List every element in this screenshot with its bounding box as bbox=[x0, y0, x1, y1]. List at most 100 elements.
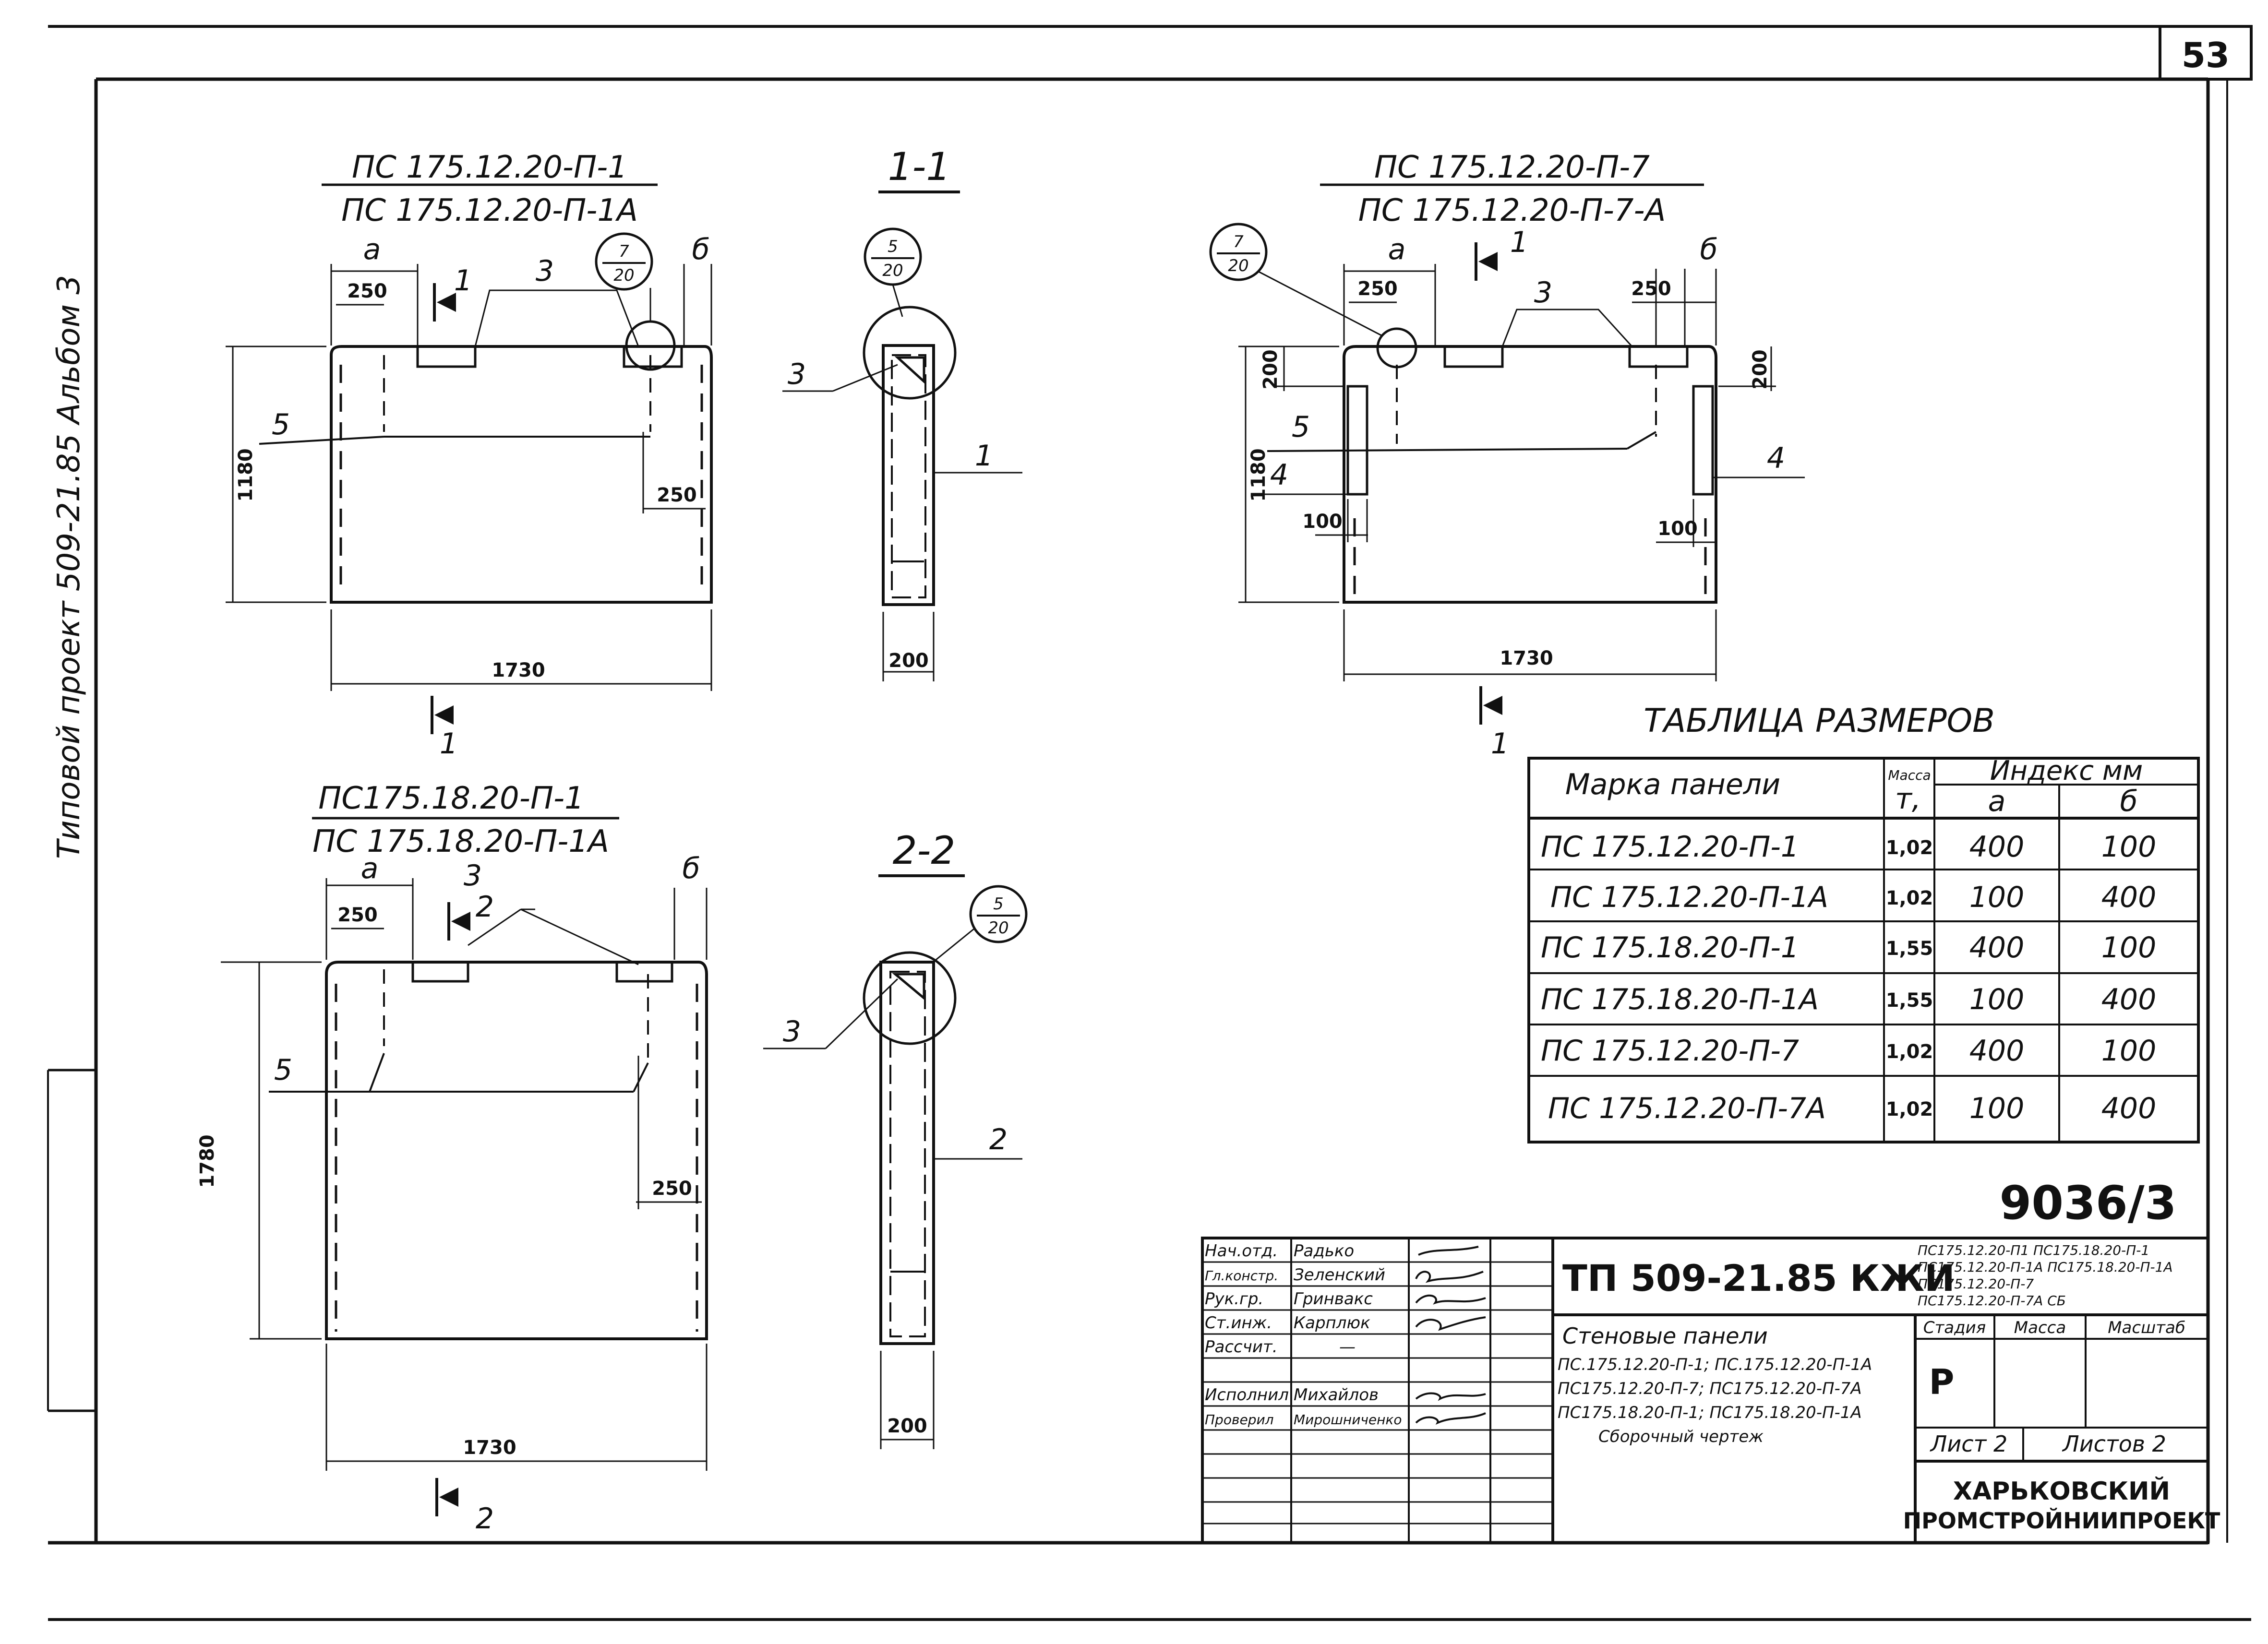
view-tl-callout-bottom: 20 bbox=[613, 266, 634, 285]
view-tl-cut-top: 1 bbox=[454, 264, 472, 298]
th-mass-bottom: т, bbox=[1895, 782, 1921, 816]
view-tr-250-left: 250 bbox=[1357, 278, 1398, 300]
view-tr-cut-bottom: 1 bbox=[1491, 727, 1509, 761]
row-2-b: 400 bbox=[2101, 881, 2157, 914]
size-table: ТАБЛИЦА РАЗМЕРОВ Марка панели Масса т, И… bbox=[1527, 702, 2200, 1144]
title-block-text: Нач.отд. Радько Гл.констр. Зеленский Рук… bbox=[1205, 1241, 2220, 1534]
tb-desc-5: Сборочный чертеж bbox=[1598, 1427, 1764, 1446]
view-tl-cut-bottom: 1 bbox=[440, 727, 458, 761]
view-tl-250-top: 250 bbox=[347, 280, 387, 302]
table-row: ПС 175.12.20-П-1 1,02 400 100 bbox=[1541, 830, 2156, 864]
row-4-b: 400 bbox=[2101, 983, 2157, 1016]
tb-name-5: — bbox=[1339, 1337, 1356, 1357]
view-tr-b: б bbox=[1700, 233, 1717, 266]
tb-role-3: Рук.гр. bbox=[1205, 1289, 1263, 1309]
view-tr-100-right: 100 bbox=[1657, 518, 1698, 540]
tb-sheets: Листов 2 bbox=[2062, 1431, 2166, 1457]
sheet-code: 9036/3 bbox=[1999, 1176, 2176, 1230]
section-2-label-3: 3 bbox=[783, 1015, 801, 1048]
view-bl-label-3: 3 bbox=[464, 859, 482, 893]
view-bl-title1: ПС175.18.20-П-1 bbox=[318, 781, 584, 816]
view-tl-label-3: 3 bbox=[536, 254, 554, 288]
view-tr-label-4r: 4 bbox=[1767, 441, 1785, 475]
section-1-label-1: 1 bbox=[975, 439, 993, 473]
tb-role-4: Ст.инж. bbox=[1205, 1313, 1272, 1333]
tb-org-2: ПРОМСТРОЙНИИПРОЕКТ bbox=[1903, 1508, 2220, 1534]
view-bl-cut-bottom: 2 bbox=[476, 1502, 494, 1536]
th-mark: Марка панели bbox=[1565, 768, 1780, 801]
row-5-mark: ПС 175.12.20-П-7 bbox=[1541, 1034, 1799, 1068]
section-2-label-2: 2 bbox=[989, 1123, 1008, 1156]
view-bl-250-top: 250 bbox=[337, 904, 378, 926]
row-3-mark: ПС 175.18.20-П-1 bbox=[1541, 931, 1799, 965]
view-tr-callout-top: 7 bbox=[1233, 232, 1244, 251]
view-top-left: ПС 175.12.20-П-1 ПС 175.12.20-П-1А а 250… bbox=[226, 150, 713, 761]
tb-desc-1: Стеновые панели bbox=[1562, 1323, 1768, 1349]
row-6-a: 100 bbox=[1969, 1092, 2025, 1125]
view-tr-title2: ПС 175.12.20-П-7-А bbox=[1358, 193, 1666, 228]
tb-stage-value: Р bbox=[1929, 1362, 1955, 1402]
row-2-mark: ПС 175.12.20-П-1А bbox=[1550, 881, 1828, 914]
view-bl-width: 1730 bbox=[463, 1437, 516, 1459]
table-row: ПС 175.18.20-П-1А 1,55 100 400 bbox=[1541, 983, 2156, 1016]
th-mass-top: Масса bbox=[1888, 767, 1931, 783]
view-tl-label-5: 5 bbox=[272, 408, 290, 441]
tb-sheet: Лист 2 bbox=[1930, 1431, 2007, 1457]
view-tr-width: 1730 bbox=[1500, 647, 1553, 669]
section-1-label-3: 3 bbox=[788, 357, 806, 391]
row-4-mass: 1,55 bbox=[1886, 989, 1933, 1012]
view-tl-250-right: 250 bbox=[657, 484, 697, 506]
tb-mark-3: ПС175.12.20-П-7 bbox=[1918, 1276, 2034, 1292]
view-tl-width: 1730 bbox=[492, 659, 545, 681]
table-row: ПС 175.12.20-П-7А 1,02 100 400 bbox=[1548, 1092, 2156, 1125]
row-5-mass: 1,02 bbox=[1886, 1041, 1933, 1063]
view-top-right: ПС 175.12.20-П-7 ПС 175.12.20-П-7-А 5 4 … bbox=[1209, 150, 1805, 761]
row-4-a: 100 bbox=[1969, 983, 2025, 1016]
row-3-b: 100 bbox=[2101, 931, 2157, 965]
section-1-callout-bottom: 20 bbox=[882, 261, 903, 280]
row-6-mark: ПС 175.12.20-П-7А bbox=[1548, 1092, 1826, 1125]
view-tl-a: а bbox=[363, 233, 381, 266]
th-index: Индекс мм bbox=[1990, 755, 2143, 786]
tb-name-6: Михайлов bbox=[1294, 1385, 1379, 1405]
view-tr-label-4l: 4 bbox=[1270, 458, 1288, 492]
table-row: ПС 175.12.20-П-7 1,02 400 100 bbox=[1541, 1034, 2156, 1068]
view-tr-callout-bottom: 20 bbox=[1228, 256, 1248, 275]
tb-project: ТП 509-21.85 КЖИ bbox=[1562, 1257, 1955, 1299]
view-tr-title1: ПС 175.12.20-П-7 bbox=[1374, 150, 1650, 185]
section-2-callout-top: 5 bbox=[993, 894, 1004, 914]
tb-name-2: Зеленский bbox=[1294, 1265, 1385, 1285]
row-6-b: 400 bbox=[2101, 1092, 2157, 1125]
tb-mass-label: Масса bbox=[2014, 1318, 2066, 1337]
row-4-mark: ПС 175.18.20-П-1А bbox=[1541, 983, 1819, 1016]
tb-mark-1: ПС175.12.20-П1 ПС175.18.20-П-1 bbox=[1918, 1242, 2149, 1258]
section-2-2: 2-2 5 20 3 2 200 bbox=[763, 828, 1028, 1449]
section-2-callout-bottom: 20 bbox=[988, 918, 1008, 938]
tb-role-6: Исполнил bbox=[1205, 1385, 1289, 1405]
section-1-1: 1-1 5 20 3 1 200 bbox=[782, 144, 1022, 681]
view-bl-b: б bbox=[682, 852, 700, 885]
tb-role-7: Проверил bbox=[1205, 1412, 1274, 1428]
tb-mark-4: ПС175.12.20-П-7А СБ bbox=[1918, 1293, 2066, 1309]
row-1-mark: ПС 175.12.20-П-1 bbox=[1541, 830, 1799, 864]
view-bl-250-right: 250 bbox=[652, 1178, 692, 1200]
row-2-a: 100 bbox=[1969, 881, 2025, 914]
view-tl-height: 1180 bbox=[235, 448, 257, 501]
section-1-width: 200 bbox=[888, 650, 929, 672]
table-row: ПС 175.18.20-П-1 1,55 400 100 bbox=[1541, 931, 2156, 965]
view-tr-a: а bbox=[1388, 233, 1406, 266]
tb-name-4: Карплюк bbox=[1294, 1313, 1370, 1333]
table-row: ПС 175.12.20-П-1А 1,02 100 400 bbox=[1550, 881, 2156, 914]
tb-scale-label: Масштаб bbox=[2108, 1318, 2185, 1337]
size-table-title: ТАБЛИЦА РАЗМЕРОВ bbox=[1644, 702, 1995, 740]
view-tr-cut-top: 1 bbox=[1510, 226, 1528, 259]
tb-role-1: Нач.отд. bbox=[1205, 1241, 1278, 1261]
view-bottom-left: ПС175.18.20-П-1 ПС 175.18.20-П-1А 5 а 25… bbox=[196, 781, 708, 1536]
view-tr-100-left: 100 bbox=[1302, 511, 1343, 533]
row-5-b: 100 bbox=[2101, 1034, 2157, 1068]
row-1-a: 400 bbox=[1969, 830, 2025, 864]
row-1-mass: 1,02 bbox=[1886, 837, 1933, 859]
row-6-mass: 1,02 bbox=[1886, 1098, 1933, 1120]
view-tl-b: б bbox=[692, 233, 709, 266]
